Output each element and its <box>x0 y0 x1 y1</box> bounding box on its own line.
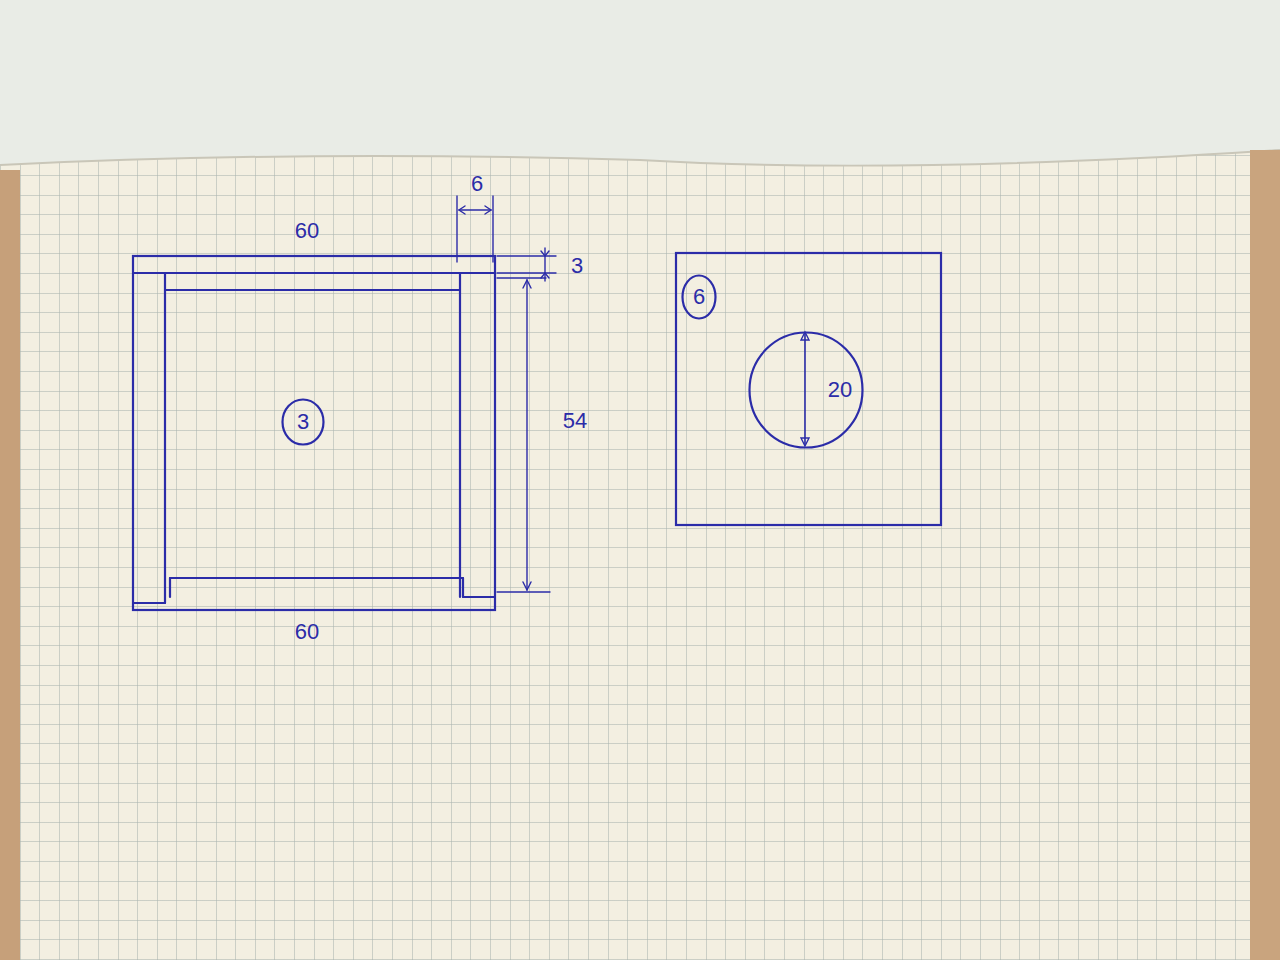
right-post <box>459 273 461 597</box>
dimension-line <box>459 209 491 210</box>
diameter-label: 20 <box>828 379 852 401</box>
hole-circle: 20 <box>748 331 864 449</box>
bottom-plate <box>463 596 495 598</box>
plate-outline <box>676 253 941 525</box>
callout-circle: 3 <box>281 398 325 446</box>
dimension-label: 3 <box>571 255 583 277</box>
callout-number: 6 <box>693 286 705 308</box>
extension-line <box>497 272 556 273</box>
callout-circle: 6 <box>681 274 717 320</box>
extension-line <box>497 255 556 256</box>
dimension-line <box>526 280 527 590</box>
extension-line <box>456 196 457 262</box>
dimension-label: 60 <box>295 621 319 643</box>
left-post <box>164 273 166 603</box>
table-edge <box>0 170 20 960</box>
dimension-label: 54 <box>563 410 587 432</box>
upper-page <box>0 0 1280 166</box>
arrowhead <box>459 206 491 214</box>
bottom-plate <box>462 578 464 597</box>
extension-line <box>497 591 550 592</box>
bottom-plate <box>169 578 171 597</box>
arrowhead <box>523 280 531 590</box>
inner-edge <box>165 289 460 291</box>
table-edge <box>1250 150 1280 960</box>
extension-line <box>492 196 493 262</box>
bottom-plate <box>133 602 165 604</box>
arrowhead <box>541 251 549 278</box>
dimension-line <box>804 334 806 444</box>
page-edge <box>0 150 1280 166</box>
circle-line <box>750 333 863 448</box>
dimension-label: 60 <box>295 220 319 242</box>
dimension-line <box>544 248 545 281</box>
bottom-plate <box>170 577 463 579</box>
arrowhead <box>801 332 809 446</box>
circle-line <box>283 400 324 445</box>
extension-line <box>497 277 546 278</box>
dimension-label: 6 <box>471 173 483 195</box>
callout-number: 3 <box>297 411 309 433</box>
circle-line <box>683 276 716 319</box>
frame-outline <box>133 256 495 610</box>
top-plate <box>133 272 495 274</box>
